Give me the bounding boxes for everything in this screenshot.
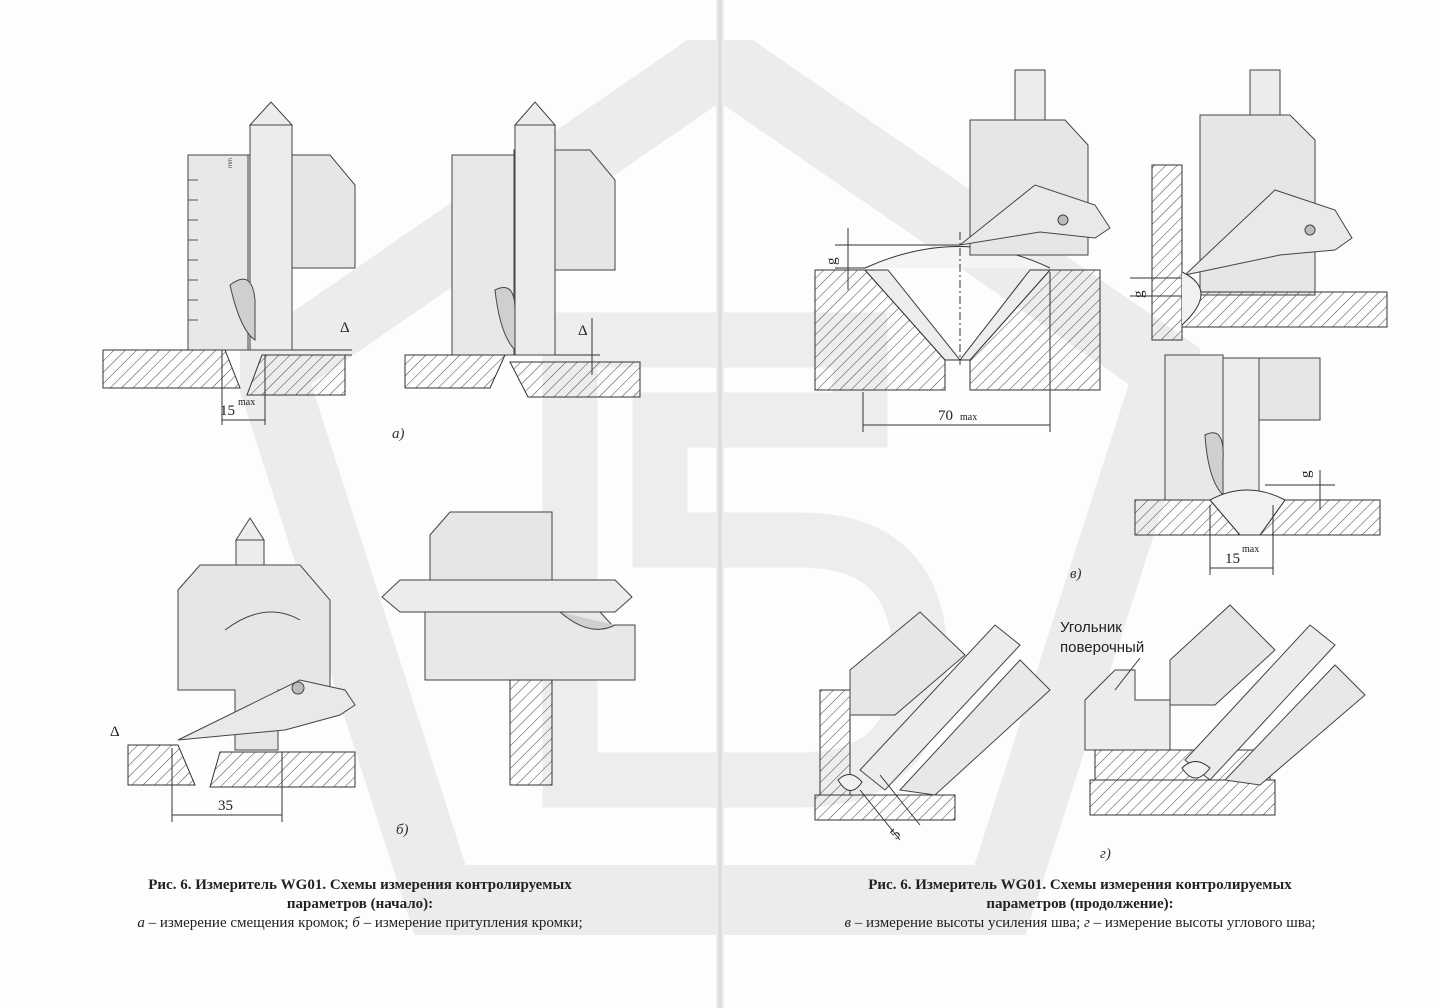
right-caption-title-2: параметров (продолжение): — [986, 896, 1174, 912]
dim-70-label: 70 — [938, 408, 953, 424]
caption-b-text: – измерение притупления кромки; — [359, 915, 583, 931]
dim-5-label: 5 — [888, 826, 905, 843]
figure-g-right — [1084, 604, 1366, 816]
left-caption-title-2: параметров (начало): — [286, 896, 434, 912]
caption-b-letter: б — [352, 915, 360, 931]
note-line-2: поверочный — [1060, 639, 1144, 656]
figure-v-weld — [814, 228, 1101, 432]
figure-a-gauge-right — [451, 101, 616, 356]
figure-g-left — [814, 611, 1051, 841]
left-page: mm 15 max Δ Δ а) — [60, 101, 660, 933]
scale-mm-label: mm — [228, 158, 234, 168]
figure-a-gauge-left: mm — [187, 101, 356, 351]
left-caption-sub: а – измерение смещения кромок; б – измер… — [60, 914, 660, 933]
dim-g-label-3: g — [1298, 470, 1314, 478]
dim-35-label: 35 — [218, 798, 233, 814]
dim-delta-label-3: Δ — [110, 724, 120, 740]
right-page-figures: g 70 max g — [814, 69, 1388, 862]
dim-15-label-right: 15 — [1225, 551, 1240, 567]
left-page-figures: mm 15 max Δ Δ а) — [102, 101, 641, 838]
caption-v-text: – измерение высоты усиления шва; — [850, 915, 1085, 931]
dim-15-max-label-right: max — [1242, 544, 1259, 555]
caption-a-letter: а — [137, 915, 145, 931]
caption-a-text: – измерение смещения кромок; — [144, 915, 353, 931]
fig-g-label: г) — [1100, 846, 1111, 862]
fig-v-label: в) — [1070, 566, 1082, 582]
fig-b-label: б) — [396, 822, 409, 838]
caption-g-text: – измерение высоты углового шва; — [1089, 915, 1316, 931]
left-caption-title-1: Рис. 6. Измеритель WG01. Схемы измерения… — [148, 877, 572, 893]
right-caption-title-1: Рис. 6. Измеритель WG01. Схемы измерения… — [868, 877, 1292, 893]
figure-v-gauge-bottom — [1134, 354, 1381, 575]
figure-a-plates-right — [404, 318, 641, 398]
dim-g-label-2: g — [1131, 290, 1147, 298]
right-caption: Рис. 6. Измеритель WG01. Схемы измерения… — [765, 876, 1395, 933]
dim-g-label: g — [824, 257, 840, 265]
dim-15-label: 15 — [220, 403, 235, 419]
dim-delta-label-2: Δ — [578, 323, 588, 339]
dim-70-max-label: max — [960, 412, 977, 423]
figure-v-gauge-right — [1130, 69, 1388, 341]
figure-a-plates-left — [102, 349, 352, 425]
right-page: g 70 max g — [720, 0, 1440, 1008]
figure-b-gauge-horizontal — [381, 511, 636, 786]
page-fold — [716, 0, 724, 1008]
right-caption-sub: в – измерение высоты усиления шва; г – и… — [765, 914, 1395, 933]
figure-b-plates — [127, 744, 356, 822]
dim-delta-label: Δ — [340, 320, 350, 336]
figure-b-gauge — [177, 517, 356, 751]
dim-max-label: max — [238, 397, 255, 408]
caption-v-letter: в — [844, 915, 851, 931]
figure-v-gauge-top — [958, 69, 1111, 256]
left-caption: Рис. 6. Измеритель WG01. Схемы измерения… — [60, 876, 660, 933]
fig-a-label: а) — [392, 426, 405, 442]
caption-g-letter: г — [1084, 915, 1090, 931]
note-line-1: Угольник — [1060, 619, 1122, 636]
